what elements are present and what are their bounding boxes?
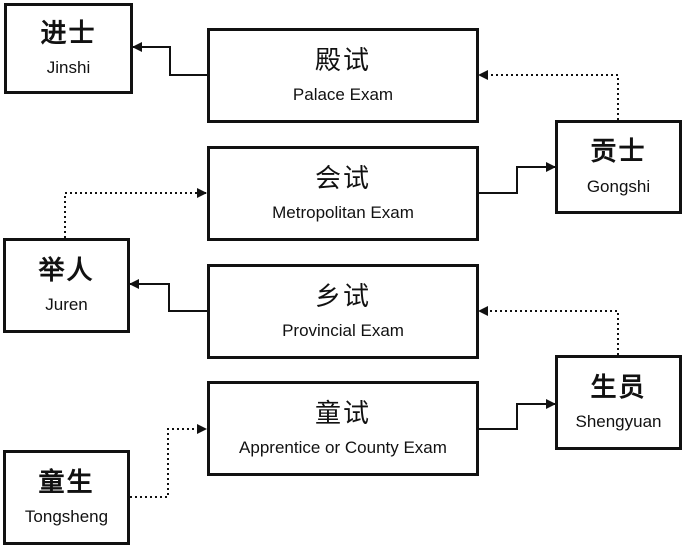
degree-box-jinshi: 进士 Jinshi — [4, 3, 133, 94]
exam-box-county: 童试 Apprentice or County Exam — [207, 381, 479, 476]
arrow-county-to-shengyuan — [479, 399, 556, 430]
degree-zh-label: 贡士 — [590, 137, 647, 168]
degree-en-label: Jinshi — [46, 58, 91, 78]
exam-zh-label: 乡试 — [314, 281, 371, 312]
exam-box-metropolitan: 会试 Metropolitan Exam — [207, 146, 479, 241]
degree-box-tongsheng: 童生 Tongsheng — [3, 450, 130, 545]
arrow-metropolitan-to-gongshi — [479, 162, 556, 194]
degree-zh-label: 进士 — [40, 18, 97, 49]
degree-zh-label: 举人 — [38, 255, 95, 286]
degree-zh-label: 童生 — [38, 467, 95, 498]
degree-box-juren: 举人 Juren — [3, 238, 130, 333]
arrow-gongshi-to-palace — [478, 70, 619, 120]
arrow-tongsheng-to-county — [130, 424, 207, 498]
degree-en-label: Gongshi — [586, 176, 651, 196]
exam-en-label: Metropolitan Exam — [272, 203, 414, 223]
exam-box-provincial: 乡试 Provincial Exam — [207, 264, 479, 359]
exam-zh-label: 会试 — [314, 163, 371, 194]
degree-en-label: Shengyuan — [575, 412, 662, 432]
exam-zh-label: 童试 — [314, 398, 371, 429]
arrow-shengyuan-to-provincial — [478, 306, 619, 355]
arrow-juren-to-metropolitan — [64, 188, 207, 238]
exam-en-label: Apprentice or County Exam — [239, 438, 447, 458]
degree-box-shengyuan: 生员 Shengyuan — [555, 355, 682, 450]
exam-en-label: Palace Exam — [292, 85, 394, 105]
exam-en-label: Provincial Exam — [282, 321, 404, 341]
degree-zh-label: 生员 — [590, 372, 647, 403]
exam-box-palace: 殿试 Palace Exam — [207, 28, 479, 123]
degree-box-gongshi: 贡士 Gongshi — [555, 120, 682, 214]
arrow-provincial-to-juren — [129, 279, 207, 312]
degree-en-label: Juren — [45, 295, 88, 315]
exam-zh-label: 殿试 — [314, 45, 371, 76]
degree-en-label: Tongsheng — [24, 507, 109, 527]
arrow-palace-to-jinshi — [132, 42, 207, 76]
